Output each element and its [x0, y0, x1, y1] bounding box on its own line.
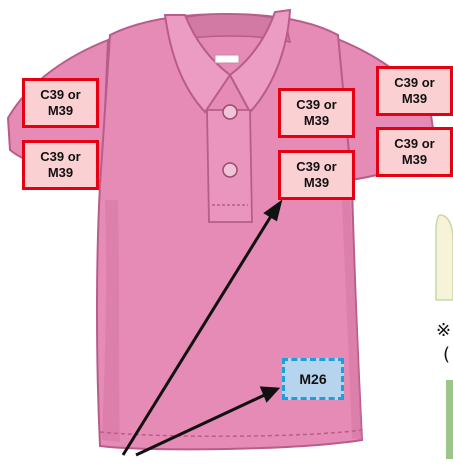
placement-label: C39 or M39	[27, 149, 94, 181]
placement-label: C39 or M39	[283, 159, 350, 191]
side-note-paren: (	[443, 344, 450, 365]
adjacent-garment-shape	[436, 215, 453, 300]
placement-chest-lower: C39 or M39	[278, 150, 355, 200]
adjacent-green-strip	[446, 380, 453, 459]
placement-label: C39 or M39	[27, 87, 94, 119]
placement-label: M26	[299, 371, 326, 387]
placement-label: C39 or M39	[283, 97, 350, 129]
side-note-mark: ※	[436, 320, 451, 341]
placement-label: C39 or M39	[381, 75, 448, 107]
placement-left-sleeve-lower: C39 or M39	[22, 140, 99, 190]
placement-label: C39 or M39	[381, 136, 448, 168]
placement-chest-upper: C39 or M39	[278, 88, 355, 138]
placement-hem: M26	[282, 358, 344, 400]
button-top	[223, 105, 237, 119]
placement-right-sleeve-lower: C39 or M39	[376, 127, 453, 177]
neck-label	[215, 55, 239, 63]
placement-right-sleeve-upper: C39 or M39	[376, 66, 453, 116]
placement-left-sleeve-upper: C39 or M39	[22, 78, 99, 128]
button-bottom	[223, 163, 237, 177]
